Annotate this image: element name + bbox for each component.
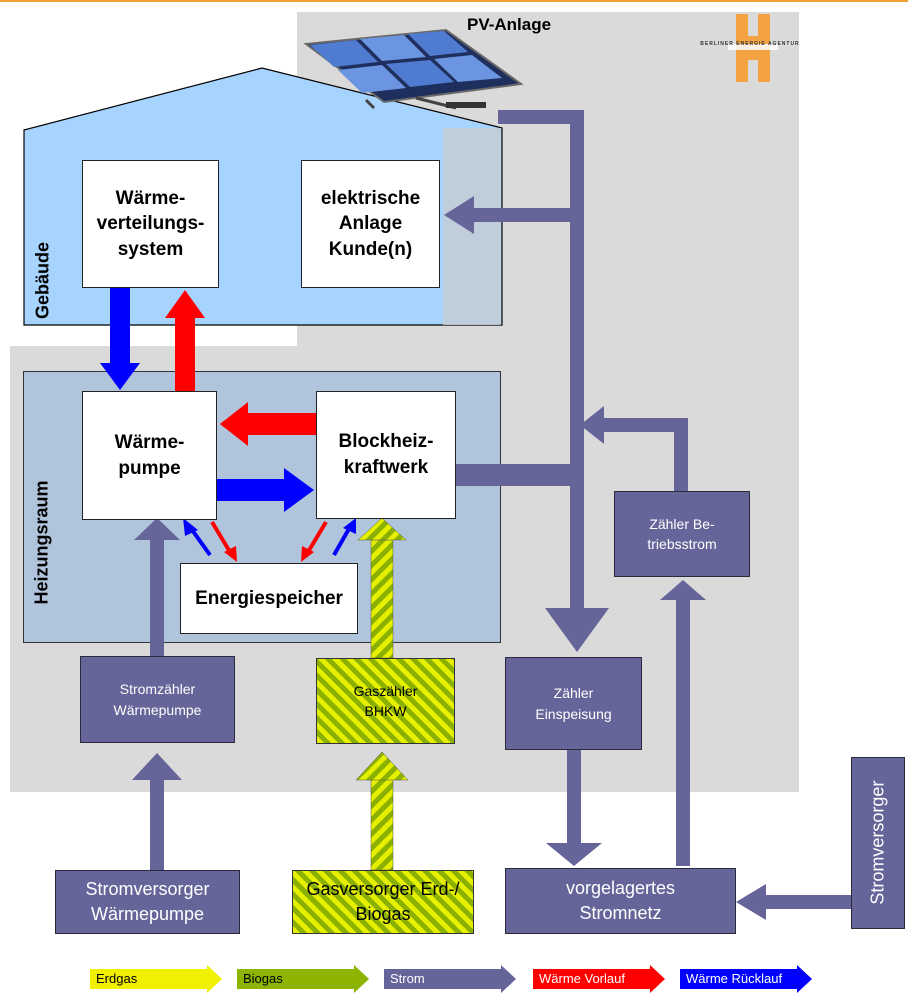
legend-arrow-biogas (237, 965, 369, 993)
legend-arrow-waerme-ruecklauf (680, 965, 812, 993)
solar-panel-icon (303, 28, 524, 110)
legend-label-strom: Strom (390, 971, 425, 986)
legend-arrow-waerme-vorlauf (533, 965, 665, 993)
legend-arrow-erdgas (90, 965, 222, 993)
bhkw-box: Blockheiz-kraftwerk (316, 391, 456, 519)
legend-arrow-strom (384, 965, 516, 993)
legend-label-waerme-ruecklauf: Wärme Rücklauf (686, 971, 783, 986)
legend-label-erdgas: Erdgas (96, 971, 138, 986)
logo-icon (728, 14, 778, 82)
energiespeicher-box: Energiespeicher (180, 563, 358, 634)
building-label: Gebäude (32, 241, 53, 320)
pv-label: PV-Anlage (467, 15, 552, 34)
zaehler-betriebsstrom: Zähler Be-triebsstrom (614, 491, 750, 577)
top-accent-line (0, 0, 908, 2)
gasversorger-erdgas-biogas: Gasversorger Erd-/Biogas (292, 870, 474, 934)
heating-room-label: Heizungsraum (31, 480, 52, 605)
stromversorger-side: Stromversorger (851, 757, 905, 929)
legend-label-waerme-vorlauf: Wärme Vorlauf (539, 971, 625, 986)
gas-arrows (355, 517, 409, 871)
logo-text: BERLINER ENERGIE AGENTUR (700, 41, 800, 47)
heat-arrows (100, 287, 356, 562)
legend: Erdgas Biogas Strom Wärme Vorlauf Wärme … (0, 962, 908, 993)
waermeverteilung-box: Wärme-verteilungs-system (82, 160, 219, 288)
waermepumpe-box: Wärme-pumpe (82, 391, 217, 520)
legend-label-biogas: Biogas (243, 971, 283, 986)
strom-lines (132, 110, 852, 920)
